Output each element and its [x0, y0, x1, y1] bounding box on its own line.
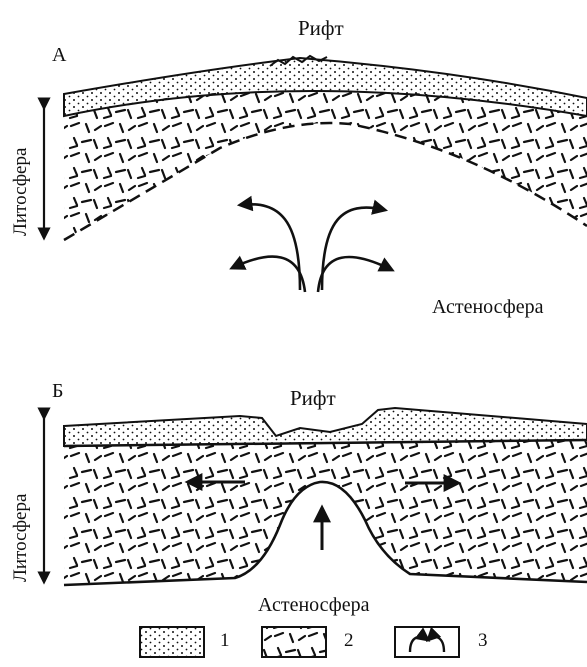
panel-a	[44, 56, 587, 292]
panel-a-convection-arrows	[232, 204, 392, 292]
legend-swatch-dots	[140, 627, 204, 657]
panel-b-lithosphere-label: Литосфера	[10, 494, 32, 582]
legend-number-2: 2	[344, 630, 354, 652]
legend-swatch-arrows	[395, 627, 459, 657]
legend-number-3: 3	[478, 630, 488, 652]
panel-b-rift-label: Рифт	[290, 386, 336, 411]
panel-a-letter: А	[52, 44, 66, 67]
panel-a-rift-label: Рифт	[298, 16, 344, 41]
panel-b	[44, 408, 587, 585]
panel-b-lithosphere-fill	[64, 440, 587, 585]
panel-a-lithosphere-label: Литосфера	[10, 148, 32, 236]
legend-number-1: 1	[220, 630, 230, 652]
legend	[140, 627, 459, 657]
legend-swatch-dashes	[262, 627, 326, 657]
panel-b-letter: Б	[52, 380, 63, 403]
panel-a-asthenosphere-label: Астеносфера	[432, 296, 543, 319]
panel-a-lithosphere-fill	[64, 89, 587, 240]
panel-b-asthenosphere-label: Астеносфера	[258, 594, 369, 617]
